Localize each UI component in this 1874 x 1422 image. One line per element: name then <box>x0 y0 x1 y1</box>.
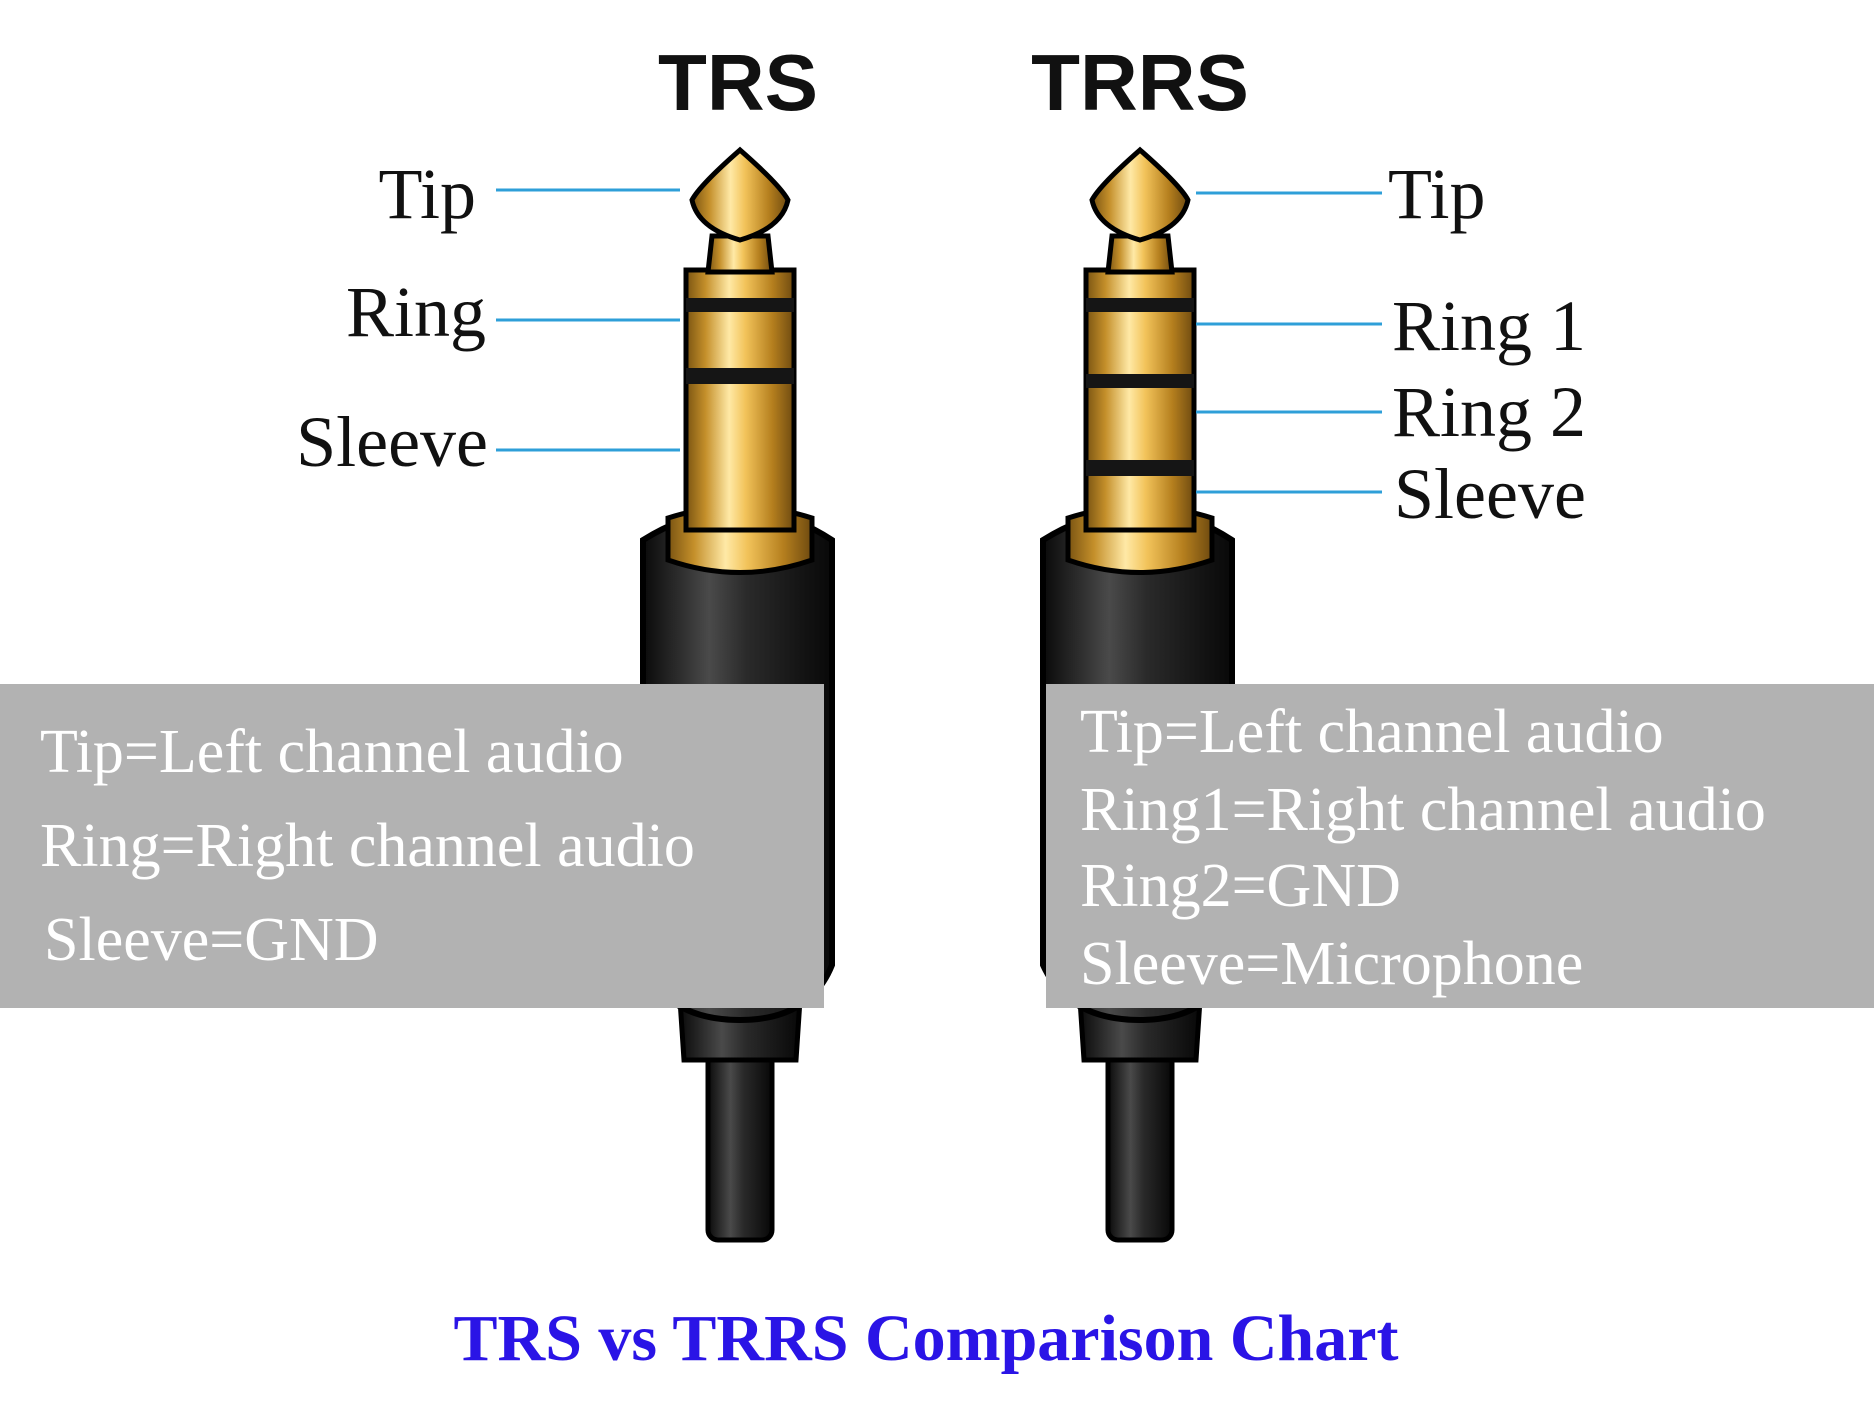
trrs-insulator-2 <box>1086 374 1194 388</box>
trrs-connector: TRRS Tip Ring 1 Ring 2 Sleeve Tip=L <box>1031 38 1874 1243</box>
trrs-label-ring1: Ring 1 <box>1392 286 1586 366</box>
trrs-label-ring2: Ring 2 <box>1392 372 1586 452</box>
trs-plug <box>665 146 815 575</box>
trrs-desc-ring1: Ring1=Right channel audio <box>1080 776 1766 844</box>
trrs-desc-sleeve: Sleeve=Microphone <box>1080 930 1583 998</box>
trrs-plug <box>1065 146 1215 575</box>
trs-label-ring: Ring <box>346 272 486 352</box>
trrs-insulator-1 <box>1086 298 1194 312</box>
trs-title: TRS <box>658 38 818 127</box>
trrs-desc-ring2: Ring2=GND <box>1080 852 1401 920</box>
trrs-insulator-3 <box>1086 460 1194 476</box>
trrs-label-sleeve: Sleeve <box>1394 454 1586 534</box>
trrs-desc-tip: Tip=Left channel audio <box>1080 698 1664 766</box>
trs-label-sleeve: Sleeve <box>296 402 488 482</box>
trs-desc-sleeve: Sleeve=GND <box>44 906 379 974</box>
trs-connector: TRS Tip Ring Sleeve Tip=Left channel aud… <box>0 38 835 1243</box>
trs-tip <box>689 146 791 243</box>
trs-desc-tip: Tip=Left channel audio <box>40 718 624 786</box>
trrs-tip <box>1089 146 1191 243</box>
trrs-description-box <box>1046 684 1874 1008</box>
trrs-label-tip: Tip <box>1388 154 1485 234</box>
chart-caption: TRS vs TRRS Comparison Chart <box>454 1302 1399 1375</box>
trs-sleeve-section <box>683 267 797 533</box>
trs-desc-ring: Ring=Right channel audio <box>40 812 695 880</box>
trs-insulator-1 <box>686 298 794 312</box>
trs-label-tip: Tip <box>379 154 476 234</box>
trs-description-box <box>0 684 824 1008</box>
trrs-title: TRRS <box>1031 38 1249 127</box>
trs-insulator-2 <box>686 368 794 384</box>
